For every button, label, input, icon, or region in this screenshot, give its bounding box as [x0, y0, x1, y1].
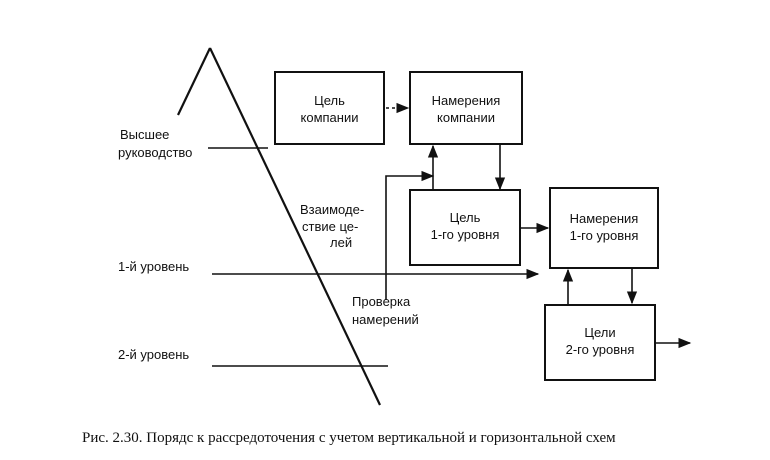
interaction-label-line2: ствие це- — [302, 219, 358, 234]
level1-goal-box: Цель 1-го уровня — [409, 189, 521, 266]
pyramid-outline — [177, 47, 381, 406]
level1-label: 1-й уровень — [118, 259, 189, 274]
svg-text:Цель: Цель — [450, 210, 481, 225]
svg-text:компании: компании — [301, 110, 359, 125]
interaction-label-line3: лей — [330, 235, 352, 250]
svg-text:Цели: Цели — [584, 325, 615, 340]
svg-text:1-го уровня: 1-го уровня — [431, 227, 500, 242]
figure-caption: Рис. 2.30. Порядс к рассредоточения с уч… — [82, 430, 616, 446]
company-intent-box: Намерения компании — [409, 71, 523, 145]
svg-text:Намерения: Намерения — [432, 93, 501, 108]
svg-text:1-го уровня: 1-го уровня — [570, 228, 639, 243]
company-goal-box: Цель компании — [274, 71, 385, 145]
level2-goals-box: Цели 2-го уровня — [544, 304, 656, 381]
intent-check-path — [385, 170, 435, 300]
level1-intent-box: Намерения 1-го уровня — [549, 187, 659, 269]
level-top-label-line2: руководство — [118, 145, 192, 160]
svg-text:компании: компании — [437, 110, 495, 125]
level-top-label-line1: Высшее — [120, 127, 169, 142]
intent-check-label-line2: намерений — [352, 312, 419, 327]
svg-text:Намерения: Намерения — [570, 211, 639, 226]
svg-text:2-го уровня: 2-го уровня — [566, 342, 635, 357]
intent-check-label-line1: Проверка — [352, 294, 411, 309]
level2-label: 2-й уровень — [118, 347, 189, 362]
svg-text:Цель: Цель — [314, 93, 345, 108]
interaction-label-line1: Взаимоде- — [300, 202, 364, 217]
